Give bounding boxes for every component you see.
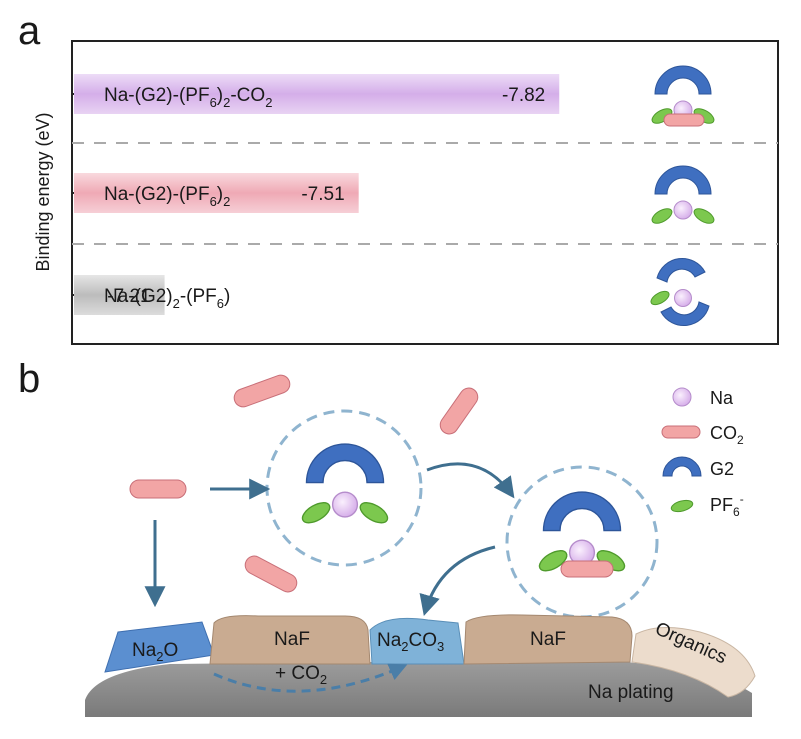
bar-label-3: Na-(G2)2-(PF6) xyxy=(104,286,230,311)
legend-label-g2: G2 xyxy=(710,459,734,479)
bar-na-g2-2-pf6 xyxy=(74,275,165,315)
legend-label-co2: CO2 xyxy=(710,423,744,447)
plus-co2-label: + CO2 xyxy=(275,663,327,687)
co2-molecule-4 xyxy=(244,555,298,593)
legend: Na CO2 G2 PF6- xyxy=(661,387,744,519)
arrow-shell-to-surface xyxy=(419,545,496,617)
panel-label-b: b xyxy=(18,357,40,401)
co2-molecule-icon xyxy=(661,425,701,439)
arrow-shell-to-shell xyxy=(426,462,515,499)
g2-solvent-icon xyxy=(662,456,702,477)
y-axis-label: Binding energy (eV) xyxy=(33,112,53,271)
bar-label-1: Na-(G2)-(PF6)2-CO2 xyxy=(104,85,272,110)
value-label-2: -7.51 xyxy=(301,184,344,205)
co2-molecule-3 xyxy=(129,479,187,499)
na2co3-label: Na2CO3 xyxy=(377,630,444,654)
complex-icon-g2-pf6-co2 xyxy=(649,65,717,127)
organics-block xyxy=(631,626,756,698)
na2o-label: Na2O xyxy=(132,640,178,664)
panel-label-a: a xyxy=(18,9,41,53)
naf-block-right xyxy=(463,614,633,665)
solvation-shell-1 xyxy=(265,409,423,567)
complex-icon-g2x2-pf6 xyxy=(650,257,710,327)
legend-label-pf6: PF6- xyxy=(710,492,744,519)
co2-molecule-1 xyxy=(233,374,291,408)
value-label-1: -7.82 xyxy=(502,85,545,106)
complex-g2-pf6-co2-in-shell xyxy=(535,491,629,578)
na-plating-label: Na plating xyxy=(588,682,674,703)
complex-g2-pf6-in-shell xyxy=(298,443,392,528)
value-label-3: -7.21 xyxy=(107,286,150,307)
naf-right-label: NaF xyxy=(530,629,566,650)
na-plating-layer xyxy=(85,660,752,717)
dashed-conversion-arrow xyxy=(213,663,408,693)
naf-block-left xyxy=(209,615,371,665)
bar-na-g2-pf6-2 xyxy=(74,173,359,213)
pf6-anion-icon xyxy=(670,499,694,513)
bar-na-g2-pf6-2-co2 xyxy=(74,74,560,114)
na2co3-block xyxy=(369,617,465,665)
legend-label-na: Na xyxy=(710,388,734,408)
naf-left-label: NaF xyxy=(274,629,310,650)
bar-label-2: Na-(G2)-(PF6)2 xyxy=(104,184,230,209)
co2-molecule-2 xyxy=(439,387,479,435)
na-ion-icon xyxy=(672,387,692,407)
